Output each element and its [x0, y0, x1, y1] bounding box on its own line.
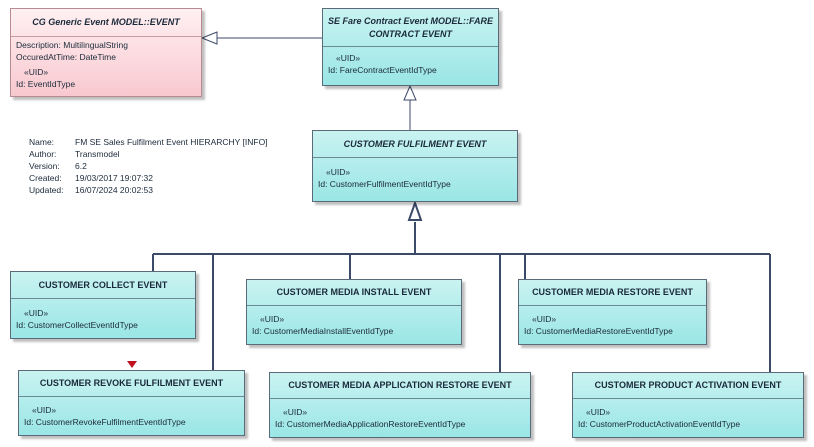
diagram-info: Name:FM SE Sales Fulfilment Event HIERAR…	[29, 136, 268, 196]
class-title: SE Fare Contract Event MODEL::FARE CONTR…	[323, 9, 498, 47]
class-body: Description: MultilingualString OccuredA…	[11, 37, 201, 92]
attribute-description: Description: MultilingualString	[16, 40, 128, 50]
class-customer-media-application-restore-event[interactable]: CUSTOMER MEDIA APPLICATION RESTORE EVENT…	[269, 372, 531, 438]
class-title: CUSTOMER COLLECT EVENT	[11, 272, 195, 299]
class-body: «UID» Id: CustomerMediaRestoreEventIdTyp…	[519, 306, 706, 339]
class-customer-revoke-fulfilment-event[interactable]: CUSTOMER REVOKE FULFILMENT EVENT «UID» I…	[18, 370, 245, 436]
attribute-occured-at: OccuredAtTime: DateTime	[16, 52, 116, 62]
stereotype-uid: «UID»	[32, 405, 57, 415]
class-customer-collect-event[interactable]: CUSTOMER COLLECT EVENT «UID» Id: Custome…	[10, 271, 196, 339]
class-body: «UID» Id: CustomerRevokeFulfilmentEventI…	[19, 397, 244, 430]
class-title: CUSTOMER REVOKE FULFILMENT EVENT	[19, 371, 244, 397]
class-title: CUSTOMER MEDIA RESTORE EVENT	[519, 280, 706, 306]
class-title: CUSTOMER FULFILMENT EVENT	[313, 131, 517, 158]
marker-triangle-icon	[127, 361, 137, 368]
class-title: CUSTOMER MEDIA APPLICATION RESTORE EVENT	[270, 373, 530, 399]
class-title: CUSTOMER PRODUCT ACTIVATION EVENT	[573, 373, 803, 399]
attribute-id: Id: CustomerCollectEventIdType	[16, 320, 138, 330]
class-customer-media-restore-event[interactable]: CUSTOMER MEDIA RESTORE EVENT «UID» Id: C…	[518, 279, 707, 345]
attribute-id: Id: CustomerProductActivationEventIdType	[578, 419, 741, 429]
attribute-id: Id: CustomerMediaInstallEventIdType	[252, 326, 394, 336]
stereotype-uid: «UID»	[586, 407, 611, 417]
class-customer-media-install-event[interactable]: CUSTOMER MEDIA INSTALL EVENT «UID» Id: C…	[246, 279, 462, 345]
generalization-arrowhead	[403, 84, 417, 101]
generalization-arrowhead	[407, 199, 423, 221]
stereotype-uid: «UID»	[260, 314, 285, 324]
info-row: Version:6.2	[29, 161, 87, 171]
class-body: «UID» Id: CustomerCollectEventIdType	[11, 299, 195, 333]
info-row: Created:19/03/2017 19:07:32	[29, 173, 153, 183]
class-body: «UID» Id: FareContractEventIdType	[323, 47, 498, 78]
class-body: «UID» Id: CustomerProductActivationEvent…	[573, 399, 803, 432]
attribute-id: Id: CustomerMediaApplicationRestoreEvent…	[275, 419, 466, 429]
class-body: «UID» Id: CustomerMediaApplicationRestor…	[270, 399, 530, 432]
class-fare-contract-event[interactable]: SE Fare Contract Event MODEL::FARE CONTR…	[322, 8, 499, 86]
stereotype-uid: «UID»	[24, 67, 49, 77]
class-body: «UID» Id: CustomerMediaInstallEventIdTyp…	[247, 306, 461, 339]
info-row: Name:FM SE Sales Fulfilment Event HIERAR…	[29, 137, 268, 147]
attribute-id: Id: CustomerFulfilmentEventIdType	[318, 179, 451, 189]
attribute-id: Id: EventIdType	[16, 79, 76, 89]
class-title: CUSTOMER MEDIA INSTALL EVENT	[247, 280, 461, 306]
stereotype-uid: «UID»	[283, 407, 308, 417]
stereotype-uid: «UID»	[336, 53, 361, 63]
stereotype-uid: «UID»	[24, 308, 49, 318]
stereotype-uid: «UID»	[326, 167, 351, 177]
class-title: CG Generic Event MODEL::EVENT	[11, 9, 201, 37]
attribute-id: Id: FareContractEventIdType	[328, 65, 437, 75]
class-generic-event[interactable]: CG Generic Event MODEL::EVENT Descriptio…	[10, 8, 202, 97]
attribute-id: Id: CustomerRevokeFulfilmentEventIdType	[24, 417, 186, 427]
attribute-id: Id: CustomerMediaRestoreEventIdType	[524, 326, 673, 336]
info-row: Updated:16/07/2024 20:02:53	[29, 185, 153, 195]
stereotype-uid: «UID»	[532, 314, 557, 324]
info-row: Author:Transmodel	[29, 149, 120, 159]
generalization-tree	[152, 222, 771, 372]
generalization-arrowhead	[200, 31, 218, 45]
class-body: «UID» Id: CustomerFulfilmentEventIdType	[313, 158, 517, 192]
class-customer-fulfilment-event[interactable]: CUSTOMER FULFILMENT EVENT «UID» Id: Cust…	[312, 130, 518, 202]
class-customer-product-activation-event[interactable]: CUSTOMER PRODUCT ACTIVATION EVENT «UID» …	[572, 372, 804, 438]
